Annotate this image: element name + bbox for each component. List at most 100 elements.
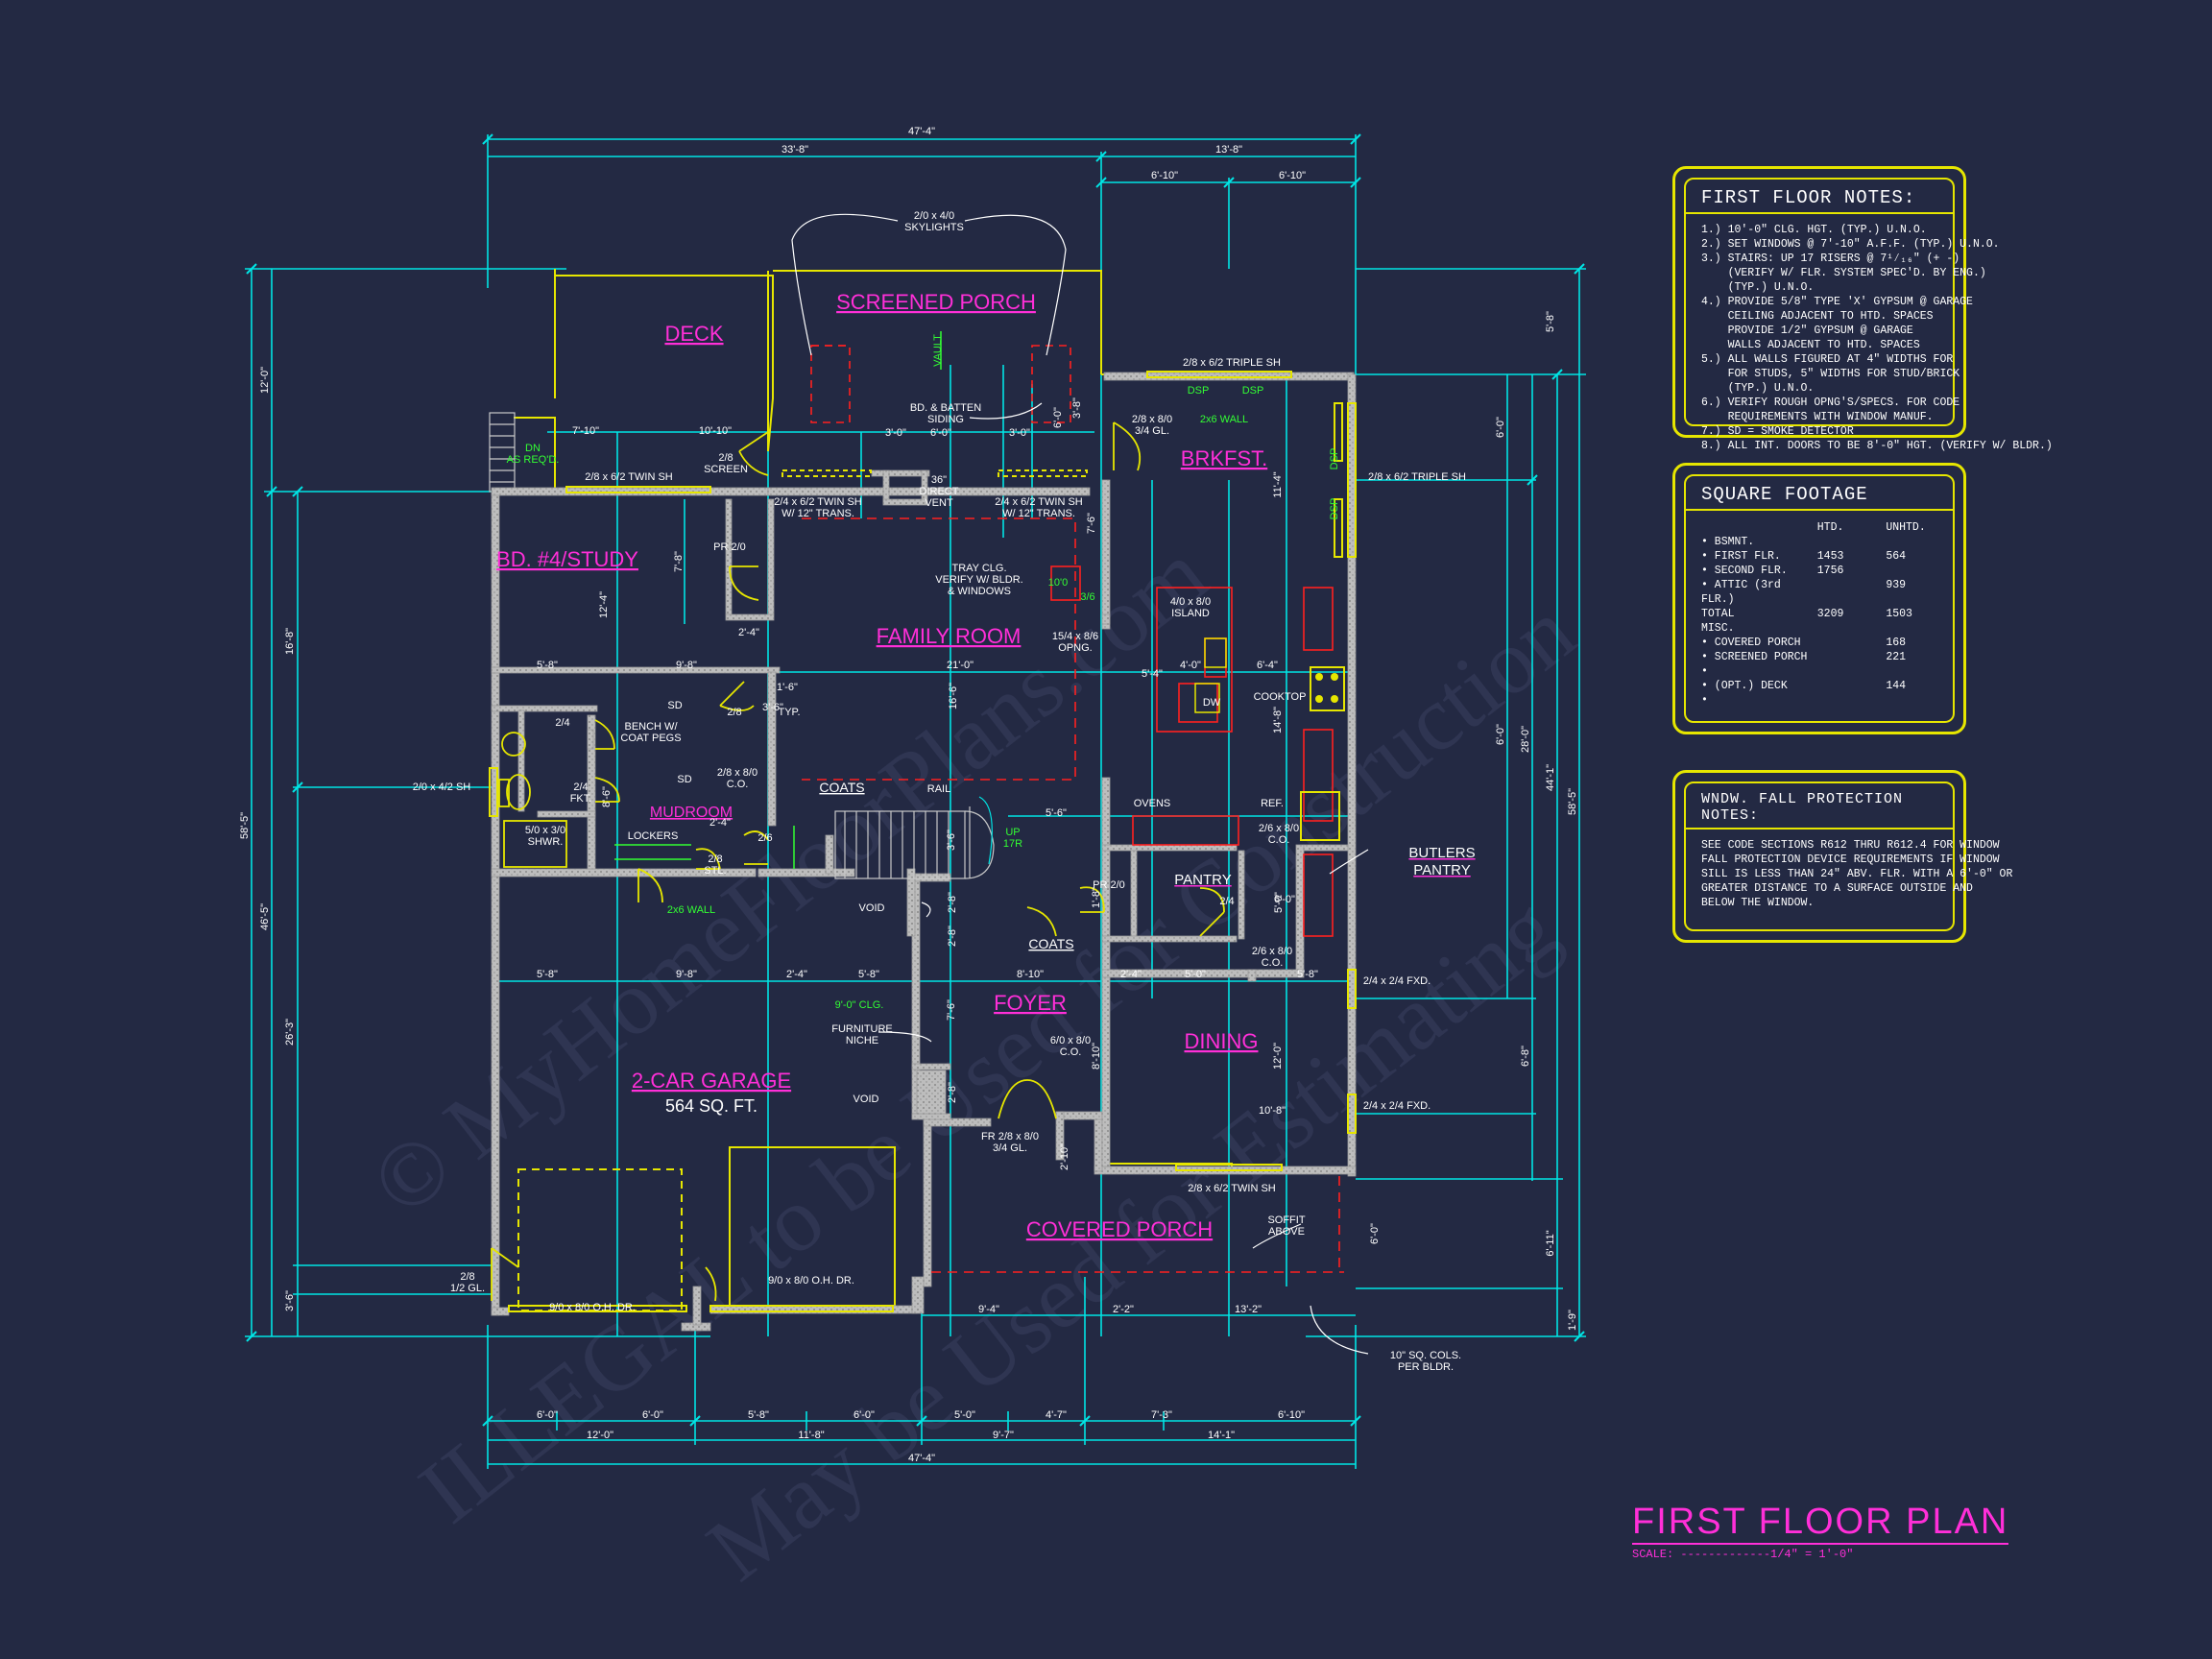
room-label-bd4-study: BD. #4/STUDY [496,547,638,571]
dim-v-114: 11'-4" [1272,471,1284,497]
typ-label: TYP. [778,707,800,718]
sf-header-blank [1701,520,1817,535]
square-footage-row: • COVERED PORCH 168 [1701,636,1937,650]
dim-right-inner: 44'-1" [1545,764,1556,791]
kitchen-fixtures [1194,637,1345,841]
plan-scale: SCALE: -------------1/4" = 1'-0" [1632,1548,1854,1561]
dim-right-6c: 6'-0" [1369,1223,1381,1244]
sf-cell-unhtd: 564 [1886,550,1907,563]
dim-v-54: 5'-4" [1142,668,1163,680]
window-mudroom: 2/0 x 4/2 SH [413,781,471,793]
dsp-3: DSP [1329,448,1340,470]
dim-v-28d: 2'-8" [947,1082,958,1103]
first-floor-notes-lines: 1.) 10'-0" CLG. HGT. (TYP.) U.N.O.2.) SE… [1701,224,2053,452]
dim-v-28c: 2'-8" [947,926,958,947]
first-floor-note-line: REQUIREMENTS WITH WINDOW MANUF. [1701,411,1934,423]
room-label-garage: 2-CAR GARAGE [632,1069,791,1093]
sf-cell-htd: 1453 [1816,550,1844,563]
dim-v-16: 1'-6" [777,682,798,693]
window-note-line: FALL PROTECTION DEVICE REQUIREMENTS IF W… [1701,854,2000,866]
dim-v-148: 14'-8" [1272,707,1284,733]
dim-bottom-118: 11'-8" [798,1430,824,1441]
sf-cell-htd: 1756 [1816,565,1844,577]
dim-mid2-810: 8'-10" [1017,969,1044,980]
sf-cell-label: • (OPT.) DECK [1701,680,1788,692]
ceiling-9: 9'-0" CLG. [835,999,884,1011]
room-label-deck: DECK [664,322,723,346]
wall-2x6-b: 2x6 WALL [667,904,715,916]
room-labels: DECK SCREENED PORCH BRKFST. BD. #4/STUDY… [496,290,1476,1241]
dim-v-60p: 6'-0" [1274,894,1295,905]
dim-v-60b: 6'-0" [1052,407,1064,428]
dim-sp-30b: 3'-0" [1009,427,1030,439]
sf-cell-unhtd [1886,664,1937,679]
dim-v-86: 8'-6" [601,786,613,807]
first-floor-note-line: CEILING ADJACENT TO HTD. SPACES [1701,310,1934,323]
window-note-line: BELOW THE WINDOW. [1701,897,1815,909]
sf-cell-htd [1817,578,1887,607]
sf-cell-unhtd: 168 [1886,637,1907,649]
dim-top-overall: 47'-4" [908,126,935,137]
pr-door-pantry: PR 2/0 [1093,879,1125,891]
dim-v-76: 7'-6" [1086,513,1097,534]
door-24: 2/4 [555,717,569,729]
dim-mid2-98: 9'-8" [676,969,697,980]
twin-sh-bd: 2/8 x 6/2 TWIN SH [585,471,673,483]
dim-bottom-overall: 47'-4" [908,1453,935,1464]
lavatory-icon [501,732,526,757]
pantry-door: 2/4 [1219,896,1234,907]
sf-cell-label: TOTAL [1701,608,1735,620]
dim-bottom-h: 6'-10" [1278,1409,1305,1421]
dim-bottom-e: 5'-0" [954,1409,975,1421]
dim-mid2-58b: 5'-8" [858,969,879,980]
room-label-brkfst: BRKFST. [1181,446,1267,470]
sink-icon [1204,637,1227,668]
rail-label: RAIL [927,783,950,795]
sf-cell-htd [1817,636,1887,650]
dim-left-lower: 46'-5" [259,903,271,930]
dim-v-76b: 7'-6" [946,999,957,1021]
windows [489,371,1357,1312]
first-floor-note-line: WALLS ADJACENT TO HTD. SPACES [1701,339,1920,351]
square-footage-row: • [1701,664,1937,679]
dim-v-210: 2'-10" [1059,1143,1070,1170]
dim-left-overall: 58'-5" [239,812,251,839]
square-footage-row: • [1701,693,1937,708]
dim-v-36b: 3'-6" [762,702,783,713]
sf-cell-unhtd: 1503 [1886,608,1912,620]
dim-right-6b: 6'-8" [1520,1046,1531,1067]
dim-bottom2-b: 2'-2" [1113,1304,1134,1315]
first-floor-note-line: 1.) 10'-0" CLG. HGT. (TYP.) U.N.O. [1701,224,1927,236]
plan-title: FIRST FLOOR PLAN [1632,1503,2009,1545]
room-label-butlers: BUTLERS [1408,845,1475,861]
sf-cell-label: • SECOND FLR. [1701,565,1788,577]
first-floor-note-line: 8.) ALL INT. DOORS TO BE 8'-0" HGT. (VER… [1701,440,2053,452]
coats-2: COATS [1028,936,1073,951]
sf-cell-htd [1817,679,1887,693]
bench-note: BENCH W/COAT PEGS [620,721,681,744]
garage-sqft: 564 SQ. FT. [665,1096,757,1116]
dim-v-18: 1'-8" [1091,887,1102,908]
dim-v-108: 10'-8" [1259,1105,1286,1117]
first-floor-notes-title: FIRST FLOOR NOTES: [1686,187,1953,214]
dimension-labels: 47'-4" 33'-8" 13'-8" 6'-10" 6'-10" 58'-5… [239,126,1578,1464]
dim-mid-98: 9'-8" [676,660,697,671]
square-footage-title: SQUARE FOOTAGE [1686,484,1953,511]
dim-v-166: 16'-6" [948,683,959,709]
sf-cell-label: • COVERED PORCH [1701,637,1801,649]
window-notes-lines: SEE CODE SECTIONS R612 THRU R612.4 FOR W… [1701,839,2012,909]
